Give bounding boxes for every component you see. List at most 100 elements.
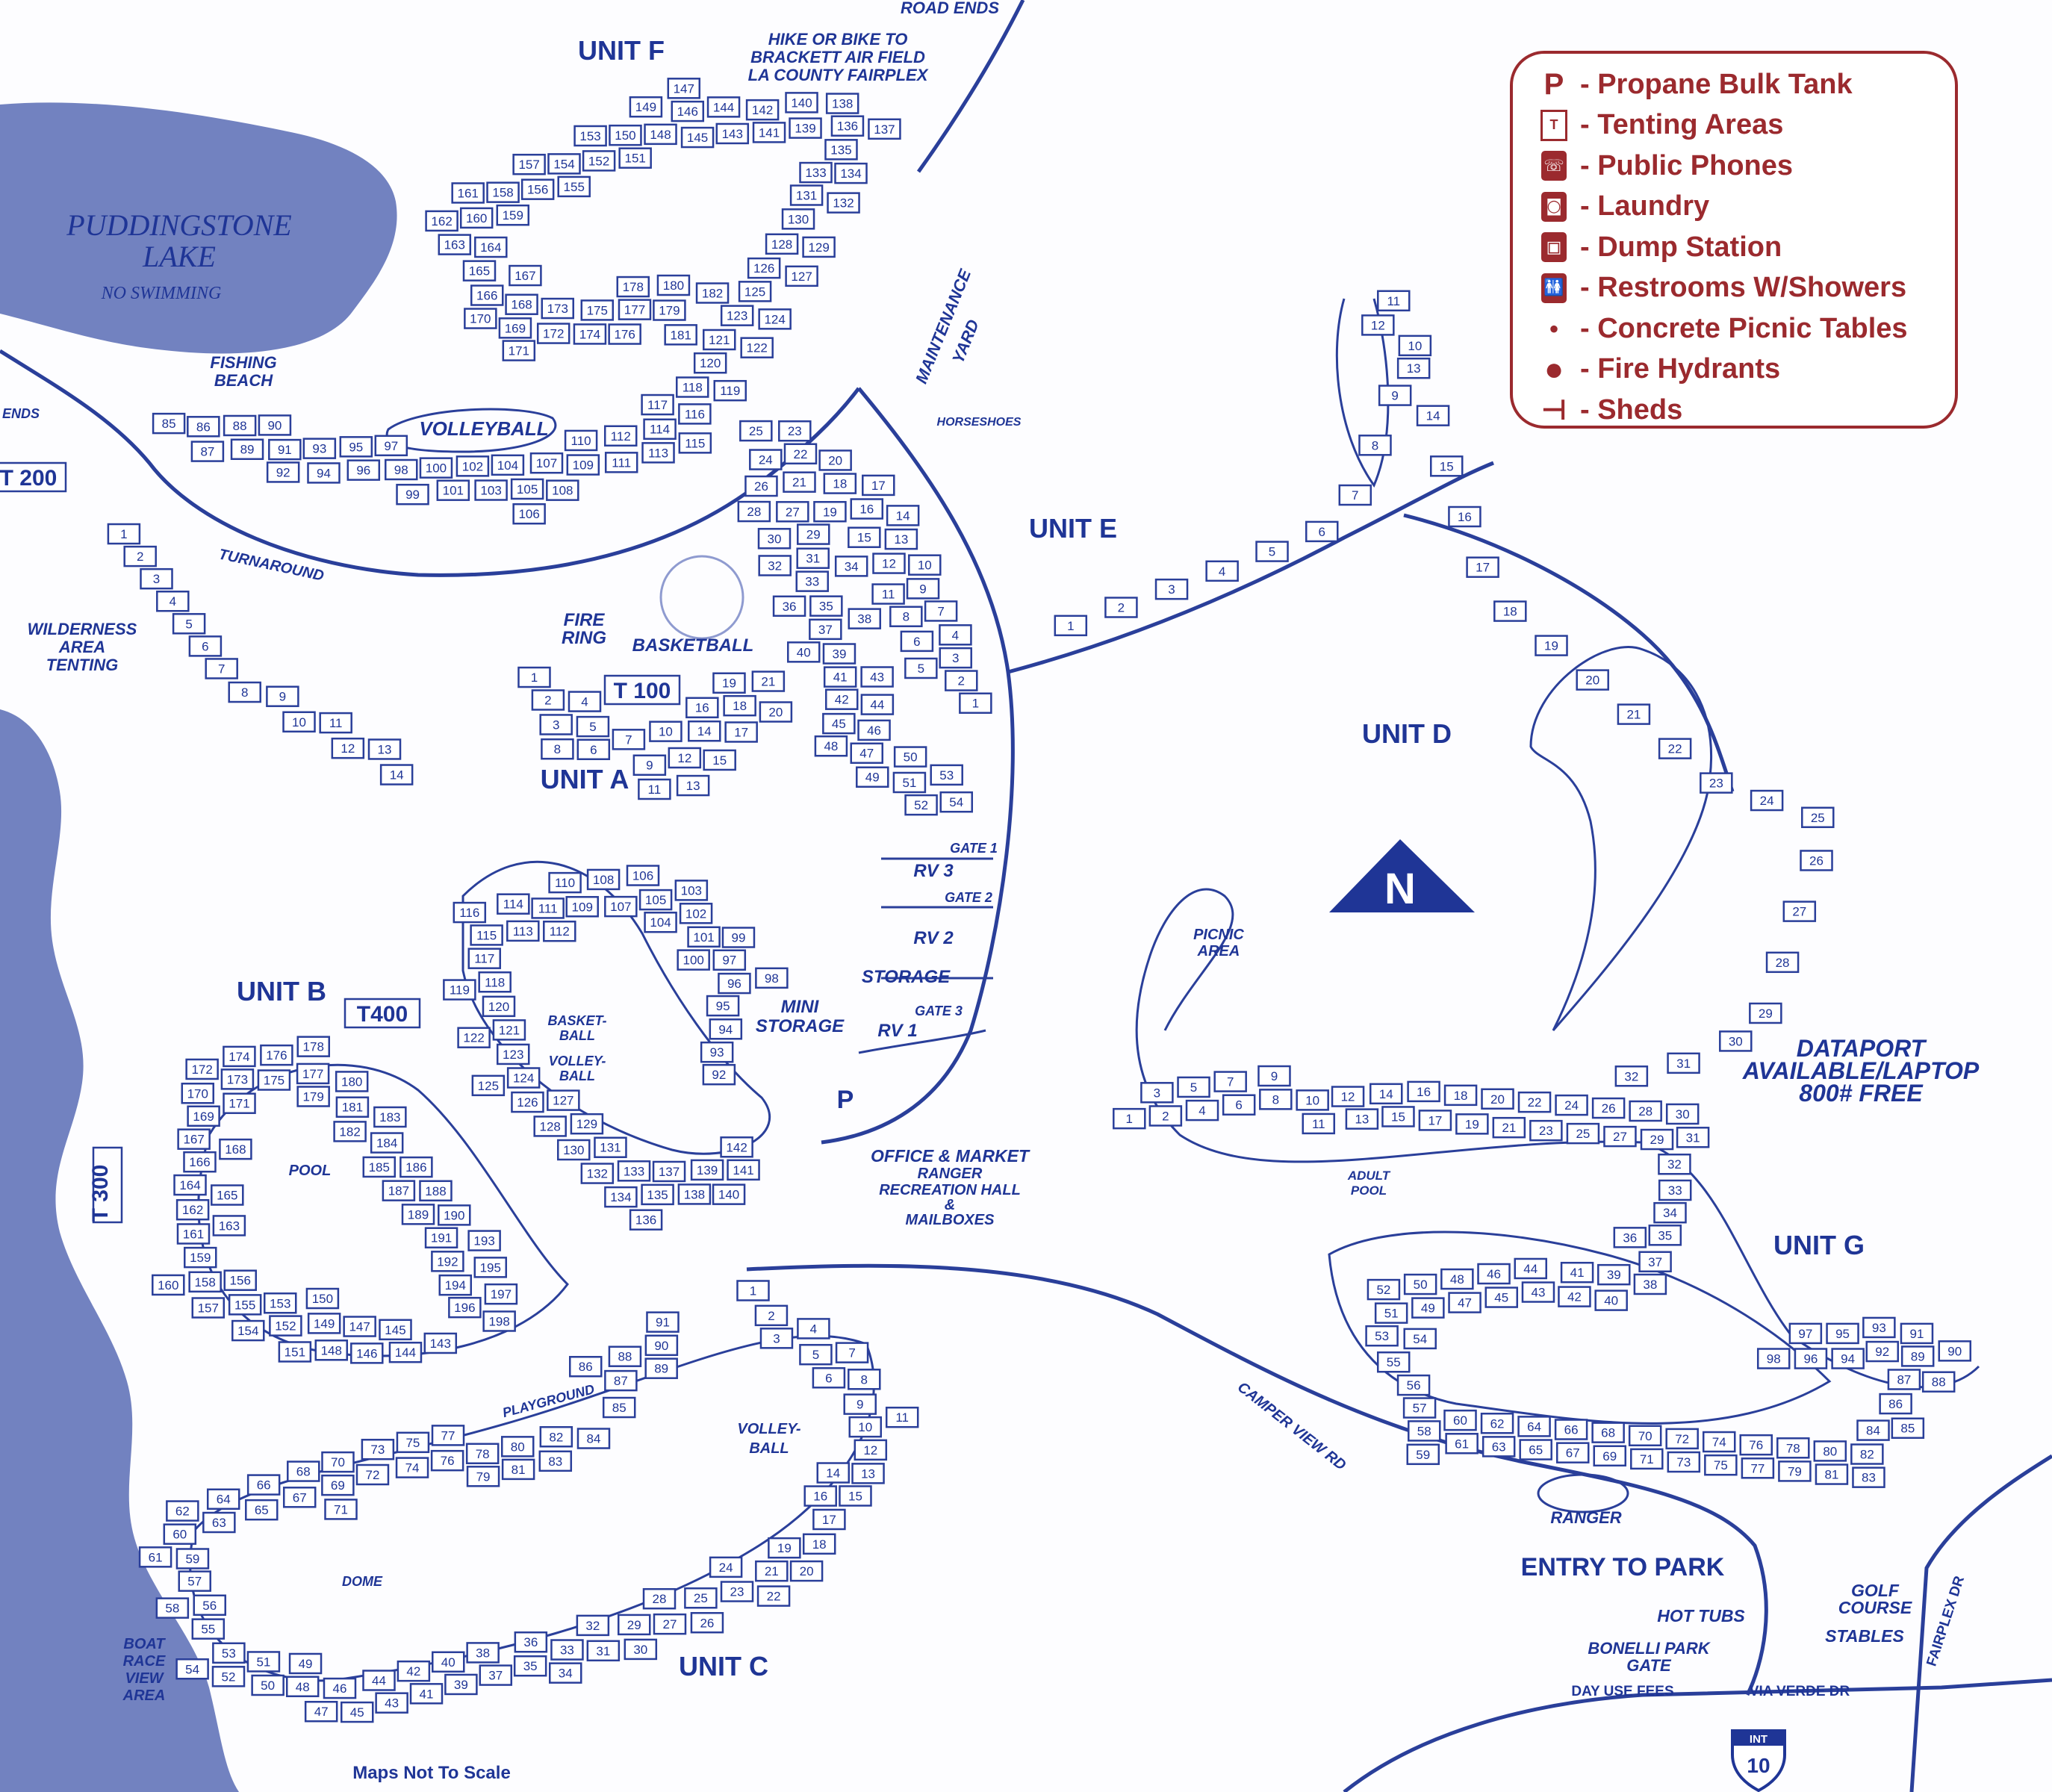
campsite-c-84: 84	[576, 1428, 611, 1449]
campsite-f-169: 169	[498, 317, 532, 339]
campsite-d-1: 1	[1054, 615, 1088, 637]
fire-hydrant-icon: ●	[1543, 351, 1564, 388]
labels-golf-2: COURSE	[1838, 1598, 1912, 1617]
campsite-a-133: 133	[617, 1160, 651, 1182]
campsite-c-45: 45	[340, 1701, 374, 1723]
campsite-b-162: 162	[175, 1198, 210, 1221]
campsite-f-140: 140	[785, 92, 818, 113]
campsite-f-122: 122	[740, 337, 774, 358]
campsite-g-73: 73	[1667, 1451, 1701, 1473]
svg-text:23: 23	[730, 1585, 744, 1599]
campsite-f-152: 152	[582, 150, 616, 172]
campsite-a-101: 101	[687, 926, 721, 948]
svg-text:118: 118	[683, 381, 703, 395]
svg-text:19: 19	[777, 1541, 792, 1555]
svg-text:54: 54	[949, 795, 963, 809]
svg-text:10: 10	[1305, 1093, 1319, 1107]
campsite-t100-9: 9	[632, 754, 667, 776]
campsite-f-181: 181	[664, 324, 697, 346]
campsite-f-165: 165	[462, 260, 497, 281]
svg-text:18: 18	[733, 699, 747, 713]
svg-text:33: 33	[1668, 1183, 1682, 1198]
campsite-c-47: 47	[304, 1700, 338, 1723]
campsite-f-86: 86	[187, 416, 220, 438]
campsite-a-124: 124	[506, 1067, 541, 1089]
campsite-f-156: 156	[520, 178, 555, 200]
campsite-g-46: 46	[1477, 1263, 1511, 1285]
campsite-c-62: 62	[166, 1500, 199, 1522]
campsite-g-58: 58	[1408, 1420, 1441, 1442]
campsite-b-165: 165	[211, 1184, 244, 1206]
campsite-c-28: 28	[642, 1587, 677, 1610]
campsite-c-14: 14	[816, 1462, 851, 1484]
campsite-c-79: 79	[466, 1466, 500, 1487]
campsite-f-121: 121	[702, 329, 736, 351]
campsite-e-51: 51	[892, 771, 927, 794]
campsite-g-96: 96	[1794, 1348, 1828, 1369]
campsite-a-93: 93	[700, 1041, 734, 1063]
campsite-b-147: 147	[343, 1316, 376, 1337]
campsite-b-178: 178	[296, 1036, 330, 1057]
campsite-e-54: 54	[939, 791, 973, 813]
svg-text:69: 69	[1602, 1449, 1617, 1463]
svg-text:33: 33	[805, 575, 819, 589]
svg-text:112: 112	[550, 924, 570, 939]
svg-text:138: 138	[832, 97, 853, 111]
campsite-g-14: 14	[1369, 1083, 1403, 1105]
svg-text:191: 191	[431, 1231, 452, 1245]
labels-boat-4: AREA	[122, 1687, 166, 1704]
svg-text:51: 51	[902, 776, 916, 790]
campsite-g-15: 15	[1381, 1106, 1415, 1127]
svg-text:12: 12	[677, 751, 691, 765]
campsite-a-99: 99	[721, 927, 756, 948]
svg-text:12: 12	[882, 557, 896, 571]
campsite-e-41: 41	[823, 666, 857, 688]
labels-basketball-a-1: BASKET-	[547, 1013, 606, 1028]
campsite-f-182: 182	[695, 282, 730, 304]
svg-text:198: 198	[488, 1314, 509, 1328]
svg-text:172: 172	[191, 1063, 212, 1077]
unit-g-label: UNIT G	[1773, 1230, 1865, 1260]
campsite-c-85: 85	[602, 1396, 636, 1419]
svg-text:38: 38	[476, 1646, 490, 1660]
campsite-c-2: 2	[754, 1304, 789, 1327]
campsite-g-79: 79	[1778, 1460, 1812, 1482]
svg-text:51: 51	[256, 1655, 270, 1669]
svg-text:7: 7	[1352, 488, 1358, 503]
campsite-b-161: 161	[176, 1223, 211, 1245]
campsite-b-149: 149	[307, 1313, 341, 1334]
campsite-a-100: 100	[677, 949, 710, 971]
svg-text:75: 75	[1714, 1458, 1728, 1472]
svg-text:110: 110	[571, 434, 591, 448]
svg-text:182: 182	[702, 286, 723, 300]
svg-text:47: 47	[314, 1705, 329, 1719]
svg-text:71: 71	[1640, 1452, 1654, 1466]
svg-text:44: 44	[870, 698, 884, 712]
svg-text:175: 175	[264, 1074, 285, 1088]
svg-text:106: 106	[632, 869, 653, 883]
svg-text:28: 28	[1638, 1104, 1653, 1119]
labels-rv1: RV 1	[877, 1021, 917, 1041]
svg-text:169: 169	[505, 321, 526, 335]
campsite-b-160: 160	[152, 1274, 185, 1296]
campsite-c-64: 64	[206, 1488, 240, 1510]
labels-boat-1: BOAT	[123, 1636, 166, 1652]
svg-text:132: 132	[833, 196, 854, 211]
campsite-c-10: 10	[848, 1416, 882, 1438]
labels-volleyball-c-1: VOLLEY-	[737, 1421, 801, 1437]
svg-text:110: 110	[555, 876, 575, 890]
svg-text:4: 4	[1219, 564, 1225, 579]
svg-text:23: 23	[1539, 1124, 1553, 1138]
svg-text:98: 98	[394, 463, 408, 477]
labels-gate3: GATE 3	[915, 1004, 963, 1018]
svg-text:136: 136	[837, 119, 858, 134]
campsite-c-49: 49	[288, 1652, 323, 1675]
svg-text:149: 149	[635, 100, 656, 114]
svg-text:164: 164	[480, 240, 501, 255]
campsite-t100-17: 17	[724, 721, 758, 743]
campsite-g-9: 9	[1257, 1065, 1291, 1087]
campsite-b-144: 144	[388, 1341, 423, 1363]
campsite-f-148: 148	[644, 123, 677, 146]
campsite-e-28: 28	[737, 500, 771, 523]
campsite-d-23: 23	[1700, 772, 1733, 794]
